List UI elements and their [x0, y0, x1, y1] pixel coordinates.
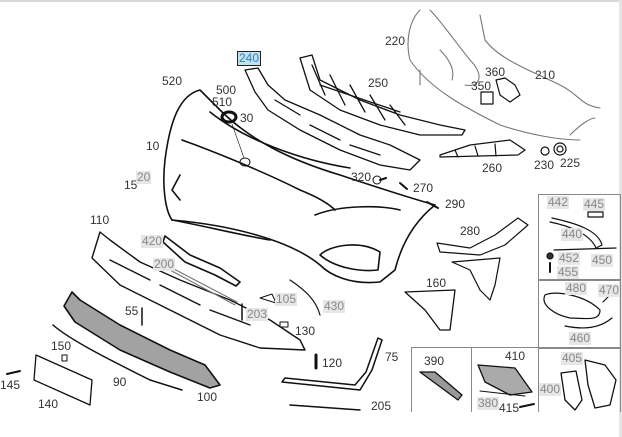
part-110-lower-frame	[91, 231, 306, 351]
part-230-225-sensor	[540, 142, 567, 156]
callout-452[interactable]: 452	[558, 251, 581, 265]
callout-455[interactable]: 455	[557, 265, 580, 279]
part-400-405-bezel	[560, 359, 617, 411]
part-410-grille	[477, 364, 533, 396]
callout-420[interactable]: 420	[141, 234, 164, 248]
part-390-grille	[419, 371, 463, 401]
callout-120[interactable]: 120	[322, 356, 343, 370]
part-160-trim	[404, 289, 456, 331]
callout-240[interactable]: 240	[237, 51, 262, 66]
callout-410[interactable]: 410	[505, 349, 526, 363]
callout-460[interactable]: 460	[569, 331, 592, 345]
callout-450[interactable]: 450	[591, 253, 614, 267]
part-10-bumper-cover	[163, 89, 436, 284]
part-250-crossmember	[299, 54, 466, 136]
part-430-strip	[289, 279, 321, 316]
part-290-clip	[426, 201, 439, 209]
part-75-trim	[281, 337, 383, 391]
callout-430[interactable]: 430	[323, 299, 346, 313]
callout-270[interactable]: 270	[413, 181, 434, 195]
callout-520[interactable]: 520	[162, 74, 183, 88]
part-420-strip	[162, 235, 241, 287]
callout-280[interactable]: 280	[460, 224, 481, 238]
part-100-mesh-grille	[63, 291, 221, 389]
callout-230[interactable]: 230	[534, 158, 555, 172]
inset-box-410	[471, 347, 539, 412]
callout-225[interactable]: 225	[560, 156, 581, 170]
part-350-sensor	[480, 91, 494, 105]
callout-105[interactable]: 105	[275, 292, 298, 306]
inset-box-390	[411, 347, 472, 412]
callout-130[interactable]: 130	[295, 324, 316, 338]
part-270-clip	[399, 182, 408, 190]
callout-100[interactable]: 100	[197, 390, 218, 404]
part-360-bracket	[495, 77, 521, 103]
callout-470[interactable]: 470	[598, 283, 621, 297]
callout-500[interactable]: 500	[216, 83, 237, 97]
callout-445[interactable]: 445	[583, 197, 606, 211]
callout-20[interactable]: 20	[136, 170, 152, 184]
callout-200[interactable]: 200	[153, 257, 176, 271]
part-380-strip	[479, 390, 526, 397]
callout-290[interactable]: 290	[445, 197, 466, 211]
part-480-bezel	[543, 292, 613, 329]
inset-box-460-group	[538, 279, 621, 349]
callout-220[interactable]: 220	[385, 34, 406, 48]
callout-210[interactable]: 210	[535, 68, 556, 82]
callout-415[interactable]: 415	[499, 401, 520, 415]
callout-442[interactable]: 442	[547, 195, 570, 209]
inset-box-400-group	[538, 347, 621, 412]
callout-350[interactable]: 350	[471, 79, 492, 93]
callout-260[interactable]: 260	[482, 161, 503, 175]
callout-90[interactable]: 90	[113, 375, 127, 389]
part-205-strip	[289, 404, 361, 411]
part-90-strip	[52, 324, 183, 391]
part-105-bracket	[259, 293, 277, 304]
callout-55[interactable]: 55	[125, 304, 139, 318]
callout-380[interactable]: 380	[477, 396, 500, 410]
callout-205[interactable]: 205	[371, 399, 392, 413]
callout-160[interactable]: 160	[426, 276, 447, 290]
part-140-plate-holder	[33, 354, 93, 406]
callout-10[interactable]: 10	[146, 139, 160, 153]
part-210-wiring-harness	[479, 14, 601, 136]
top-divider	[0, 0, 622, 2]
callout-440[interactable]: 440	[561, 227, 584, 241]
callout-320[interactable]: 320	[351, 170, 372, 184]
callout-75[interactable]: 75	[385, 350, 399, 364]
part-415-clip	[519, 403, 535, 408]
callout-30[interactable]: 30	[240, 111, 254, 125]
part-260-trim	[439, 139, 526, 158]
callout-140[interactable]: 140	[38, 397, 59, 411]
part-30-emblem	[220, 110, 251, 167]
callout-405[interactable]: 405	[561, 351, 584, 365]
inset-box-440-group	[538, 194, 621, 281]
callout-360[interactable]: 360	[485, 65, 506, 79]
part-200-strip	[169, 267, 238, 306]
part-150-clip	[61, 354, 68, 362]
callout-15[interactable]: 15	[124, 178, 138, 192]
callout-110[interactable]: 110	[90, 213, 110, 227]
part-220-wiring-harness	[407, 9, 581, 141]
part-240-bracket	[244, 67, 421, 171]
callout-145[interactable]: 145	[0, 378, 21, 392]
callout-150[interactable]: 150	[51, 339, 72, 353]
part-320-clip	[372, 175, 387, 185]
callout-250[interactable]: 250	[368, 76, 389, 90]
part-145-bolt	[6, 370, 21, 375]
callout-480[interactable]: 480	[565, 281, 588, 295]
callout-510[interactable]: 510	[212, 95, 233, 109]
part-280-trim	[436, 217, 529, 301]
callout-400[interactable]: 400	[539, 382, 562, 396]
callout-203[interactable]: 203	[246, 307, 269, 321]
part-130-clip	[279, 321, 289, 328]
callout-390[interactable]: 390	[424, 354, 445, 368]
